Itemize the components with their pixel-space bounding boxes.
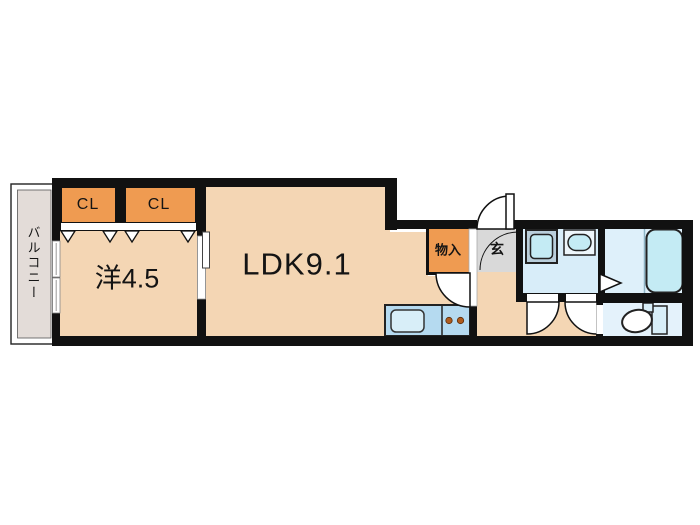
- wall-bathroom-toilet: [598, 293, 692, 303]
- entrance-door-leaf: [505, 193, 515, 230]
- wall-kitchen-hall-stub: [470, 305, 477, 336]
- washing-machine-drum: [529, 233, 554, 260]
- bathroom-door-arrow-icon: [599, 272, 623, 294]
- entrance-door-swing: [476, 195, 511, 230]
- bathtub-icon: [645, 228, 684, 294]
- toilet-door-swing: [564, 301, 598, 335]
- ldk-hall-door-swing: [435, 272, 471, 308]
- fixtures: [384, 226, 684, 337]
- wall-entrance-washroom: [516, 222, 523, 302]
- ldk-area: [206, 186, 472, 338]
- closet-front-line: [60, 222, 197, 231]
- closet-door-mark-icon-1: [59, 230, 77, 244]
- toilet-bowl-icon: [621, 308, 653, 334]
- closet-left-area: [60, 186, 117, 224]
- closet-door-mark-icon-4: [179, 230, 197, 244]
- washroom-sink-basin-icon: [567, 233, 592, 252]
- wall-washroom-bathroom: [598, 222, 605, 302]
- toilet-tank: [651, 305, 668, 335]
- wall-bottom: [52, 336, 693, 346]
- stove-burner-icon-2: [456, 316, 465, 325]
- label-storage: 物入: [434, 242, 462, 258]
- stove-burner-icon-1: [445, 316, 453, 325]
- kitchen-sink-icon: [390, 309, 425, 333]
- wall-top-left: [52, 178, 397, 187]
- wall-right: [682, 220, 693, 346]
- entrance-landing: [468, 228, 478, 307]
- closet-door-mark-icon-3: [123, 230, 141, 244]
- wall-top-right: [385, 220, 692, 229]
- sliding-door-panel: [202, 231, 210, 269]
- label-closet-left: CL: [76, 196, 100, 213]
- washroom-door-opening: [527, 294, 558, 302]
- toilet-door-opening: [566, 294, 596, 302]
- wall-washroom-bottom: [516, 293, 605, 302]
- wall-closet-divider: [116, 186, 125, 223]
- closet-door-mark-icon-2: [101, 230, 119, 244]
- balcony-area: [17, 189, 52, 339]
- hallway-area-1: [477, 270, 516, 337]
- washroom-door-swing: [526, 301, 560, 335]
- doors-and-windows: [52, 193, 623, 335]
- closet-door-marks: [59, 230, 197, 244]
- label-entrance: 玄: [490, 241, 504, 257]
- toilet-doorway-gap: [596, 305, 603, 334]
- wall-step: [385, 178, 397, 230]
- label-ldk: LDK9.1: [242, 246, 352, 282]
- label-balcony: バルコニー: [25, 225, 41, 301]
- label-closet-right: CL: [147, 196, 171, 213]
- entrance-step-arc: [479, 231, 519, 271]
- label-western-room: 洋4.5: [94, 263, 160, 294]
- entrance-area: [477, 227, 516, 272]
